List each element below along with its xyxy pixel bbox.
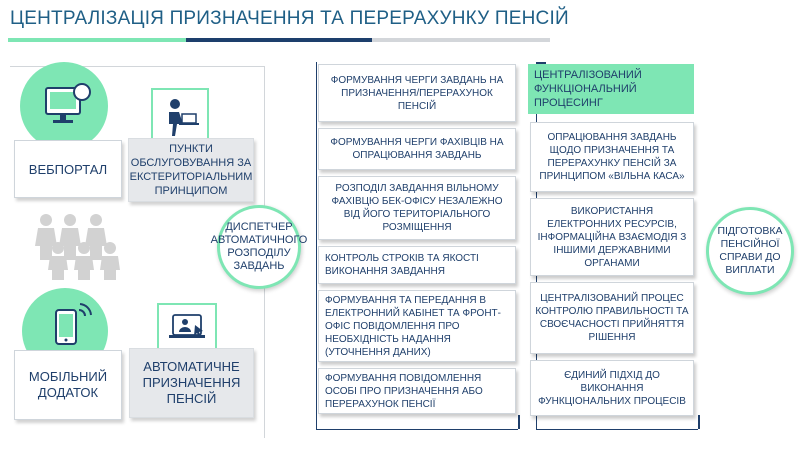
processing-header: ЦЕНТРАЛІЗОВАНИЙ ФУНКЦІОНАЛЬНИЙ ПРОЦЕСИНГ [528,64,694,114]
auto-assign-icon-box [157,303,217,355]
monitor-icon [45,83,91,123]
title-underline-grey [372,38,550,42]
task-item: КОНТРОЛЬ СТРОКІВ ТА ЯКОСТІ ВИКОНАННЯ ЗАВ… [318,246,516,284]
laptop-cursor-icon [169,314,205,338]
web-portal-circle [20,62,108,150]
mobile-app-label: МОБІЛЬНИЙ ДОДАТОК [14,350,122,420]
processing-item: ОПРАЦЮВАННЯ ЗАВДАНЬ ЩОДО ПРИЗНАЧЕННЯ ТА … [530,122,694,192]
task-item: ФОРМУВАННЯ ПОВІДОМЛЕННЯ ОСОБІ ПРО ПРИЗНА… [318,368,516,414]
task-item: РОЗПОДІЛ ЗАВДАННЯ ВІЛЬНОМУ ФАХІВЦЮ БЕК-О… [318,176,516,240]
title-underline-navy [186,38,372,42]
person-at-desk-icon [169,99,199,136]
task-item: ФОРМУВАННЯ ЧЕРГИ ЗАВДАНЬ НА ПРИЗНАЧЕННЯ/… [318,64,516,122]
service-points-icon-box [151,88,209,146]
tasks-column-frame [316,62,520,430]
auto-assign-label: АВТОМАТИЧНЕ ПРИЗНАЧЕННЯ ПЕНСІЙ [129,348,254,418]
title-underline-green [8,38,186,42]
web-portal-label: ВЕБПОРТАЛ [14,140,122,198]
service-points-label: ПУНКТИ ОБСЛУГОВУВАННЯ ЗА ЕКСТЕРИТОРІАЛЬН… [128,138,254,202]
people-group-icon [35,214,120,280]
page-title: ЦЕНТРАЛІЗАЦІЯ ПРИЗНАЧЕННЯ ТА ПЕРЕРАХУНКУ… [10,8,569,29]
dispatcher-circle: ДИСПЕТЧЕР АВТОМАТИЧНОГО РОЗПОДІЛУ ЗАВДАН… [211,205,307,289]
processing-item: ВИКОРИСТАННЯ ЕЛЕКТРОННИХ РЕСУРСІВ, ІНФОР… [530,198,694,276]
task-item: ФОРМУВАННЯ ТА ПЕРЕДАННЯ В ЕЛЕКТРОННИЙ КА… [318,290,516,362]
processing-item: ЄДИНИЙ ПІДХІД ДО ВИКОНАННЯ ФУНКЦІОНАЛЬНИ… [530,360,694,416]
pension-case-circle: ПІДГОТОВКА ПЕНСІЙНОЇ СПРАВИ ДО ВИПЛАТИ [706,207,794,295]
smartphone-icon [55,303,92,345]
task-item: ФОРМУВАННЯ ЧЕРГИ ФАХІВЦІВ НА ОПРАЦЮВАННЯ… [318,128,516,170]
processing-item: ЦЕНТРАЛІЗОВАНИЙ ПРОЦЕС КОНТРОЛЮ ПРАВИЛЬН… [530,282,694,354]
